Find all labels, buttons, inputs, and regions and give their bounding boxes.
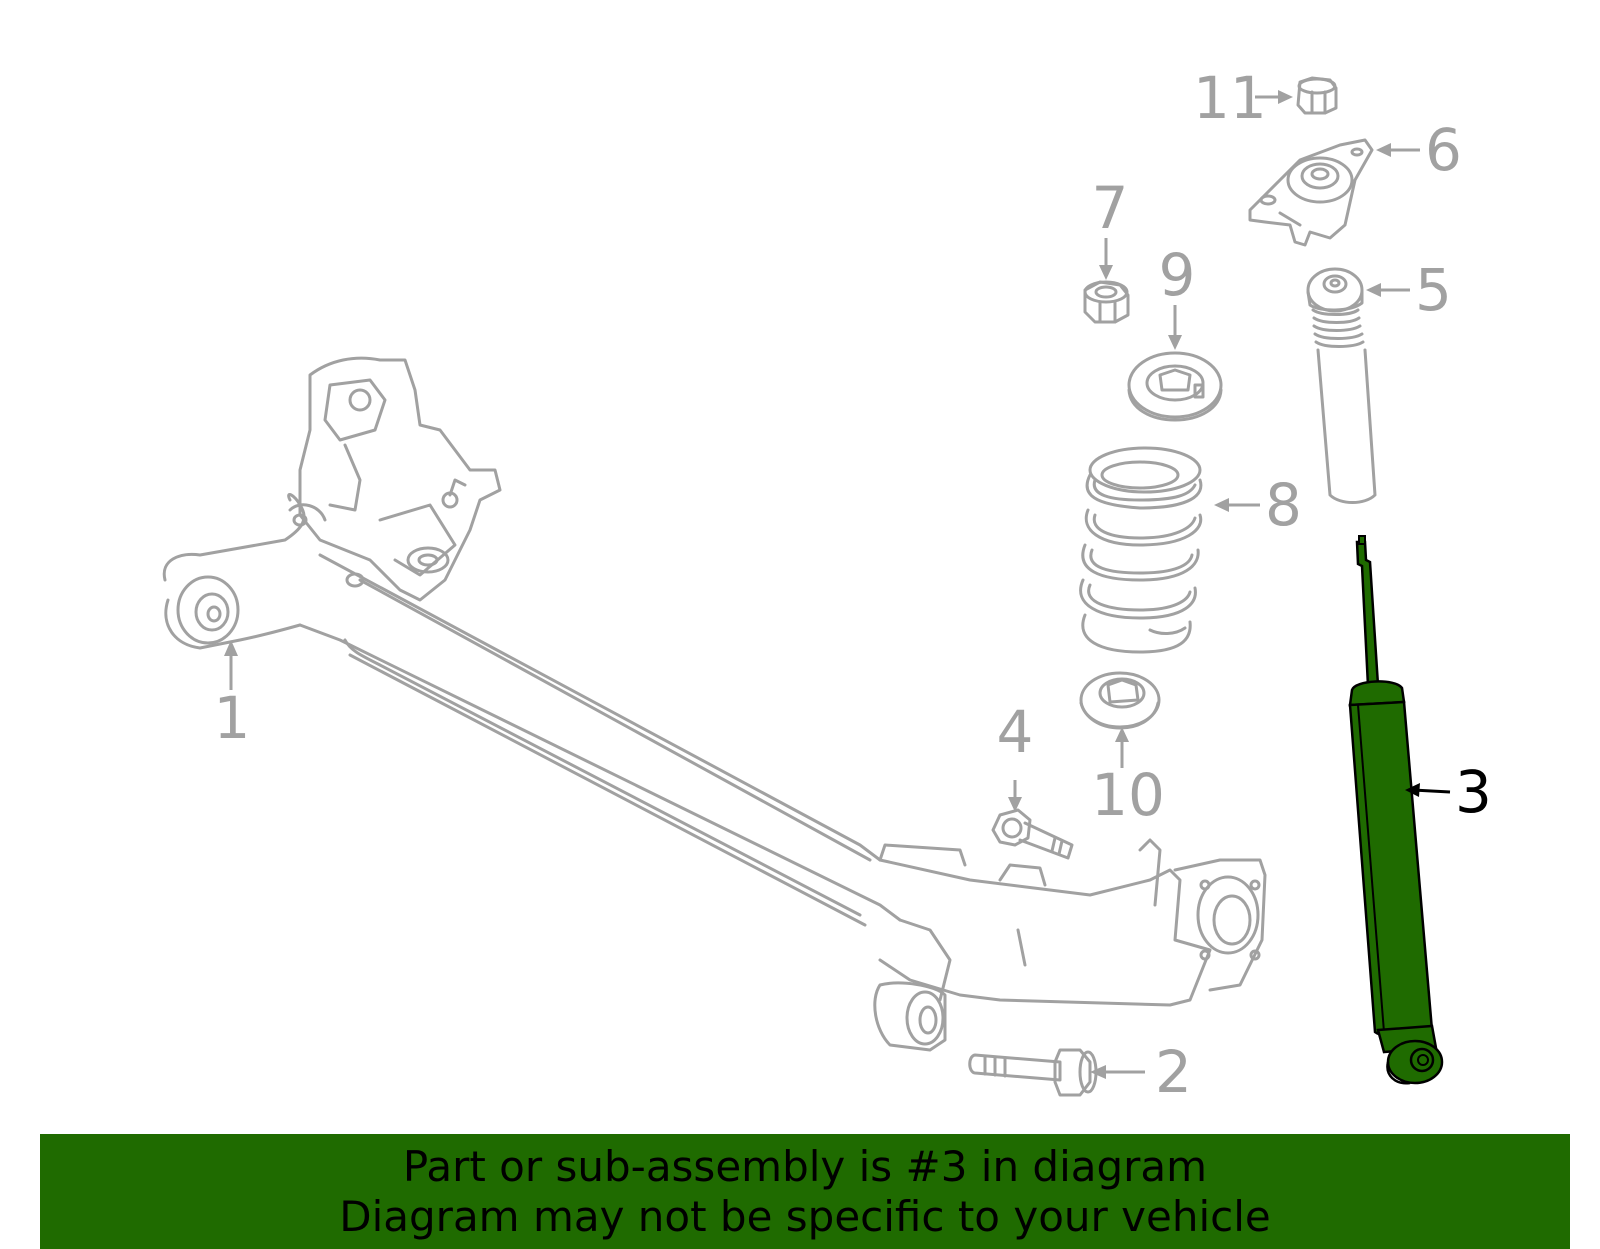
callout-7-label: 7 xyxy=(1092,174,1129,242)
callout-10-label: 10 xyxy=(1091,761,1165,829)
upper-mount-icon[interactable] xyxy=(1248,138,1374,247)
callout-9-label: 9 xyxy=(1159,241,1196,309)
info-banner: Part or sub-assembly is #3 in diagram Di… xyxy=(40,1134,1570,1249)
shock-absorber-icon[interactable] xyxy=(1348,535,1444,1085)
bolt-icon[interactable] xyxy=(968,1048,1098,1097)
callout-4-label: 4 xyxy=(997,698,1034,766)
nut-icon[interactable] xyxy=(1083,280,1130,324)
callout-1-label: 1 xyxy=(214,684,251,752)
coil-spring-icon[interactable] xyxy=(1079,446,1203,654)
banner-line-2: Diagram may not be specific to your vehi… xyxy=(339,1192,1271,1241)
callout-11-label: 11 xyxy=(1193,64,1267,132)
callout-5-label: 5 xyxy=(1415,256,1452,324)
banner-line-1: Part or sub-assembly is #3 in diagram xyxy=(402,1142,1208,1191)
callout-arrows xyxy=(224,90,1451,1079)
callout-6-label: 6 xyxy=(1425,116,1462,184)
upper-spring-seat-icon[interactable] xyxy=(1127,351,1223,422)
bolt-icon[interactable] xyxy=(991,808,1074,860)
callout-2-label: 2 xyxy=(1155,1038,1192,1106)
bump-stop-boot-icon[interactable] xyxy=(1306,267,1377,504)
lower-spring-seat-icon[interactable] xyxy=(1079,671,1161,730)
nut-icon[interactable] xyxy=(1296,76,1338,115)
callout-8-label: 8 xyxy=(1265,471,1302,539)
callout-3-label: 3 xyxy=(1455,758,1492,826)
rear-axle-beam-icon[interactable] xyxy=(162,356,1267,1052)
